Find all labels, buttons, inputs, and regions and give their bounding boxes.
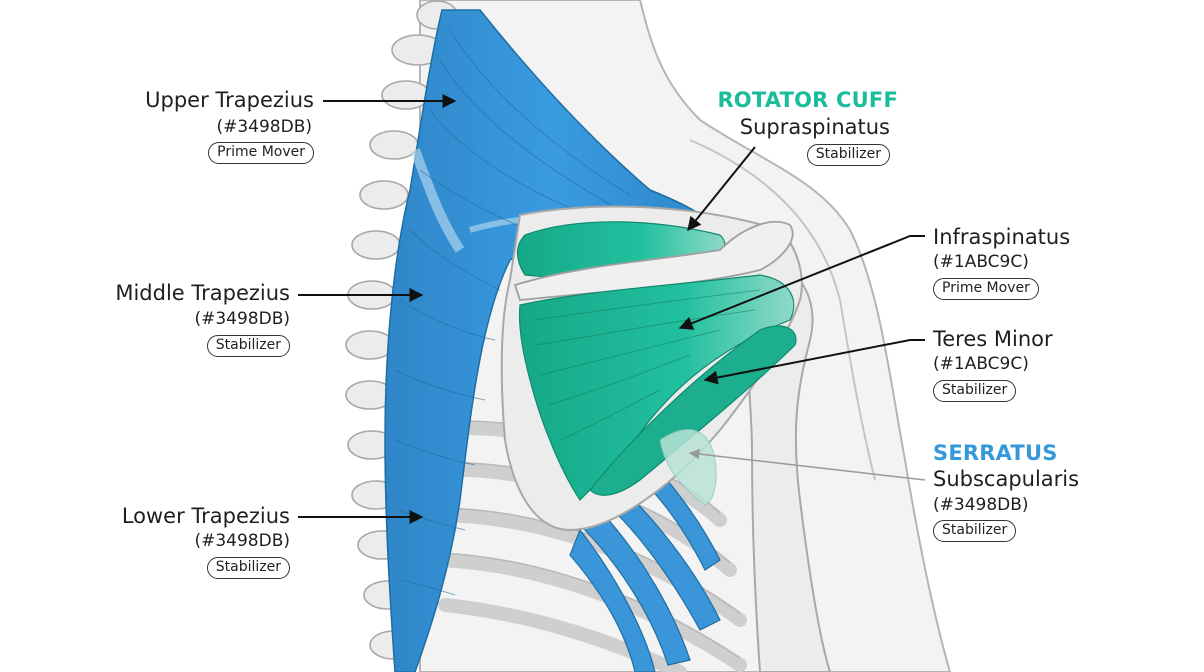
arrow-infraspinatus <box>678 235 925 330</box>
badge-infraspinatus: Prime Mover <box>933 278 1039 301</box>
label-subscapularis: Subscapularis <box>933 467 1080 491</box>
infraspinatus-muscle <box>518 274 795 501</box>
serratus-heading: SERRATUS <box>933 441 1058 465</box>
hex-lower-trapezius: (#3498DB) <box>194 531 290 551</box>
badge-upper-trapezius: Prime Mover <box>208 142 314 165</box>
arrow-teres-minor <box>703 339 925 385</box>
hex-upper-trapezius: (#3498DB) <box>216 117 312 137</box>
teres-minor-muscle <box>589 325 797 496</box>
badge-middle-trapezius: Stabilizer <box>206 335 290 358</box>
label-upper-trapezius: Upper Trapezius <box>145 88 314 112</box>
rotator-cuff-heading: ROTATOR CUFF <box>717 88 898 112</box>
badge-lower-trapezius: Stabilizer <box>206 557 290 580</box>
leader-arrows <box>298 94 925 524</box>
label-teres-minor: Teres Minor <box>933 327 1053 351</box>
hex-infraspinatus: (#1ABC9C) <box>933 252 1029 272</box>
label-middle-trapezius: Middle Trapezius <box>115 281 290 305</box>
badge-subscapularis: Stabilizer <box>933 520 1017 543</box>
hex-subscapularis: (#3498DB) <box>933 495 1029 515</box>
label-lower-trapezius: Lower Trapezius <box>121 504 290 528</box>
badge-supraspinatus: Stabilizer <box>806 144 890 167</box>
hex-middle-trapezius: (#3498DB) <box>194 309 290 329</box>
subscapularis-muscle <box>659 429 717 506</box>
hex-teres-minor: (#1ABC9C) <box>933 354 1029 374</box>
arrow-subscapularis <box>688 448 926 481</box>
badge-teres-minor: Stabilizer <box>933 380 1017 403</box>
label-infraspinatus: Infraspinatus <box>933 225 1071 249</box>
arrow-supraspinatus <box>687 146 756 232</box>
label-supraspinatus: Supraspinatus <box>739 115 890 139</box>
